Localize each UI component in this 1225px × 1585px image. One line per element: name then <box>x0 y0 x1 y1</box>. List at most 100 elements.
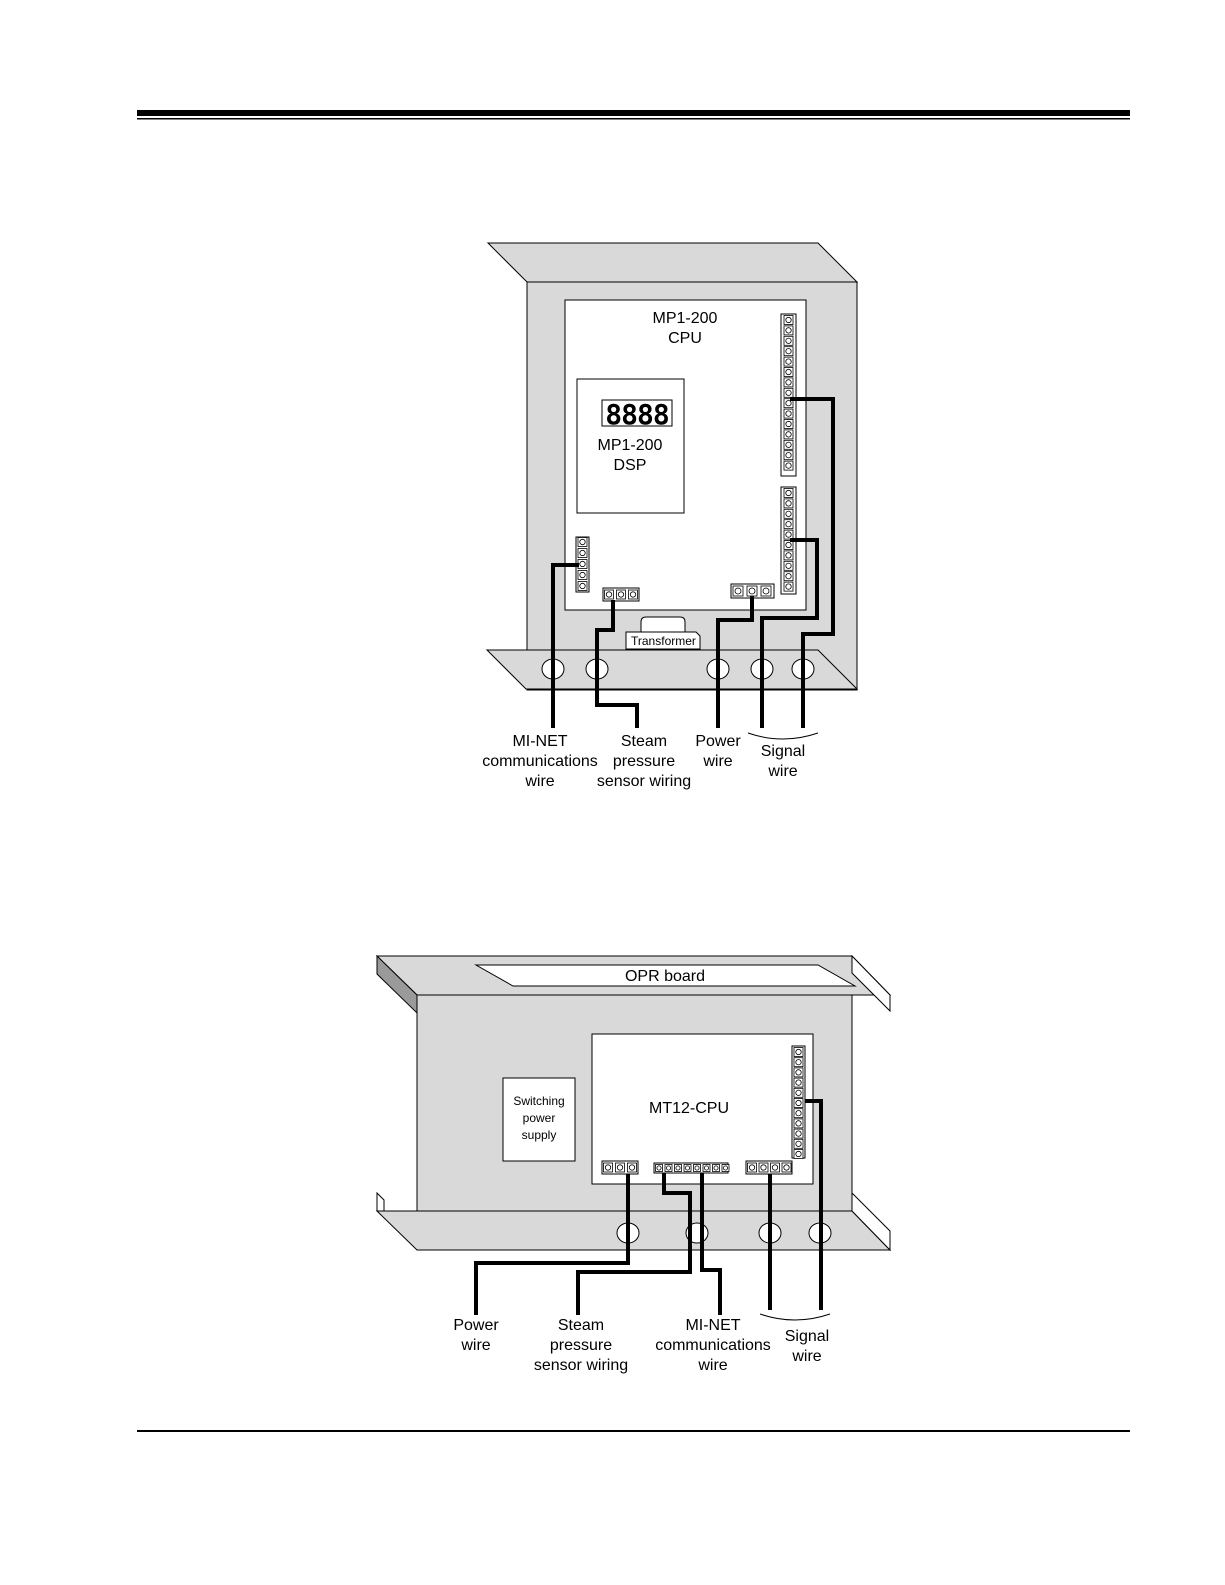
terminal-screw-head <box>786 432 791 437</box>
svg-text:communications: communications <box>482 753 598 770</box>
diagram-mt12: OPR board Switching power supply MT12-CP… <box>377 956 890 1374</box>
terminal-screw-head <box>761 1165 766 1170</box>
callout-power: Power wire <box>453 1317 499 1354</box>
svg-text:communications: communications <box>655 1337 771 1354</box>
terminal-screw-head <box>796 1080 801 1085</box>
terminal-screw-head <box>786 553 791 558</box>
svg-text:wire: wire <box>697 1357 727 1374</box>
terminal-screw-head <box>786 349 791 354</box>
svg-text:sensor wiring: sensor wiring <box>534 1357 628 1374</box>
svg-text:wire: wire <box>791 1348 821 1365</box>
terminal-screw-head <box>695 1166 699 1170</box>
callout-minet: MI-NET communications wire <box>655 1317 771 1374</box>
cpu-label-line2: CPU <box>668 330 702 347</box>
callout-steam: Steam pressure sensor wiring <box>534 1317 628 1374</box>
terminal-screw-head <box>786 380 791 385</box>
terminal-screw-head <box>580 583 585 588</box>
terminal-screw-head <box>786 328 791 333</box>
svg-text:wire: wire <box>460 1337 490 1354</box>
terminal-screw-head <box>796 1111 801 1116</box>
terminal-screw-head <box>630 592 635 597</box>
callout-minet: MI-NET communications wire <box>482 733 598 790</box>
terminal-screw-head <box>580 572 585 577</box>
transformer-coil <box>641 617 685 632</box>
terminal-block-power <box>731 584 774 598</box>
terminal-screw-head <box>796 1060 801 1065</box>
svg-text:Signal: Signal <box>785 1328 829 1345</box>
terminal-block-center <box>654 1163 729 1173</box>
terminal-screw-head <box>796 1100 801 1105</box>
svg-text:sensor wiring: sensor wiring <box>597 773 691 790</box>
terminal-screw-head <box>786 401 791 406</box>
terminal-screw-head <box>786 563 791 568</box>
svg-text:Power: Power <box>453 1317 499 1334</box>
terminal-screw-head <box>786 584 791 589</box>
terminal-screw-head <box>796 1121 801 1126</box>
diagram-mp1-200: MP1-200 CPU 8888 MP1-200 DSP <box>482 243 857 790</box>
terminal-block-right-upper <box>781 314 796 476</box>
terminal-screw-head <box>580 561 585 566</box>
terminal-screw-head <box>749 588 755 594</box>
psu-label-line2: power <box>523 1111 556 1125</box>
terminal-screw-head <box>786 501 791 506</box>
terminal-screw-head <box>666 1166 670 1170</box>
terminal-screw-head <box>796 1070 801 1075</box>
terminal-block-power <box>602 1161 638 1174</box>
terminal-screw-head <box>786 317 791 322</box>
psu-label-line1: Switching <box>513 1094 564 1108</box>
terminal-screw-head <box>786 421 791 426</box>
terminal-screw-head <box>617 1165 622 1170</box>
cpu-label-line1: MP1-200 <box>653 310 718 327</box>
terminal-screw-head <box>786 532 791 537</box>
enclosure-left-flange <box>377 1193 384 1211</box>
terminal-screw-head <box>796 1090 801 1095</box>
dsp-label-line2: DSP <box>614 457 647 474</box>
svg-text:wire: wire <box>524 773 554 790</box>
svg-text:Steam: Steam <box>558 1317 604 1334</box>
svg-text:wire: wire <box>702 753 732 770</box>
svg-text:MI-NET: MI-NET <box>685 1317 740 1334</box>
terminal-screw-head <box>605 1165 610 1170</box>
terminal-block-right <box>792 1046 805 1159</box>
terminal-screw-head <box>763 588 769 594</box>
terminal-screw-head <box>685 1166 689 1170</box>
terminal-screw-head <box>796 1131 801 1136</box>
terminal-screw-head <box>786 522 791 527</box>
terminal-screw-head <box>772 1165 777 1170</box>
svg-text:pressure: pressure <box>550 1337 612 1354</box>
display-digits: 8888 <box>605 398 669 431</box>
terminal-screw-head <box>714 1166 718 1170</box>
terminal-screw-head <box>786 453 791 458</box>
svg-text:wire: wire <box>767 763 797 780</box>
svg-text:Signal: Signal <box>761 743 805 760</box>
callout-power: Power wire <box>695 733 741 770</box>
terminal-screw-head <box>786 369 791 374</box>
terminal-screw-head <box>786 390 791 395</box>
callout-steam: Steam pressure sensor wiring <box>597 733 691 790</box>
enclosure-top <box>488 243 857 282</box>
svg-text:MI-NET: MI-NET <box>512 733 567 750</box>
header-rule-thick <box>137 110 1130 116</box>
terminal-screw-head <box>629 1165 634 1170</box>
signal-brace <box>748 733 818 739</box>
terminal-screw-head <box>723 1166 727 1170</box>
terminal-screw-head <box>786 574 791 579</box>
terminal-screw-head <box>704 1166 708 1170</box>
callout-signal: Signal wire <box>761 743 805 780</box>
terminal-screw-head <box>735 588 741 594</box>
terminal-screw-head <box>786 442 791 447</box>
terminal-screw-head <box>606 592 611 597</box>
terminal-screw-head <box>749 1165 754 1170</box>
svg-text:Steam: Steam <box>621 733 667 750</box>
terminal-screw-head <box>786 542 791 547</box>
svg-text:Power: Power <box>695 733 741 750</box>
terminal-screw-head <box>580 550 585 555</box>
terminal-screw-head <box>618 592 623 597</box>
psu-label-line3: supply <box>522 1128 557 1142</box>
terminal-screw-head <box>657 1166 661 1170</box>
signal-brace <box>760 1314 830 1320</box>
cpu-label: MT12-CPU <box>649 1100 729 1117</box>
terminal-screw-head <box>796 1151 801 1156</box>
terminal-screw-head <box>786 338 791 343</box>
